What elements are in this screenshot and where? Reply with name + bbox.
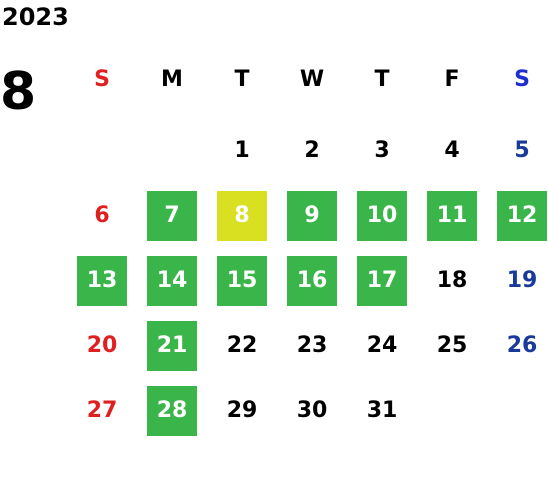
calendar-day-16[interactable]: 16	[287, 256, 337, 306]
calendar-day-29[interactable]: 29	[226, 398, 258, 423]
calendar-month: 8	[0, 62, 37, 122]
calendar-day-17[interactable]: 17	[357, 256, 407, 306]
calendar-day-24[interactable]: 24	[366, 333, 398, 358]
calendar-day-19[interactable]: 19	[506, 268, 538, 293]
calendar-day-2[interactable]: 2	[304, 138, 320, 163]
calendar-year: 2023	[2, 3, 69, 31]
calendar-day-26[interactable]: 26	[506, 333, 538, 358]
calendar-day-31[interactable]: 31	[366, 398, 398, 423]
weekday-header-5: F	[444, 67, 460, 92]
calendar-day-14[interactable]: 14	[147, 256, 197, 306]
calendar-day-3[interactable]: 3	[374, 138, 390, 163]
calendar-day-23[interactable]: 23	[296, 333, 328, 358]
calendar-day-12[interactable]: 12	[497, 191, 547, 241]
weekday-header-0: S	[94, 67, 110, 92]
calendar-day-28[interactable]: 28	[147, 386, 197, 436]
calendar-day-21[interactable]: 21	[147, 321, 197, 371]
weekday-header-2: T	[234, 67, 250, 92]
calendar-day-13[interactable]: 13	[77, 256, 127, 306]
calendar-day-30[interactable]: 30	[296, 398, 328, 423]
calendar-day-25[interactable]: 25	[436, 333, 468, 358]
calendar-day-15[interactable]: 15	[217, 256, 267, 306]
calendar-day-1[interactable]: 1	[234, 138, 250, 163]
calendar-day-5[interactable]: 5	[514, 138, 530, 163]
calendar-day-4[interactable]: 4	[444, 138, 460, 163]
calendar-day-9[interactable]: 9	[287, 191, 337, 241]
calendar-day-20[interactable]: 20	[86, 333, 118, 358]
calendar-day-11[interactable]: 11	[427, 191, 477, 241]
weekday-header-6: S	[514, 67, 530, 92]
calendar-day-22[interactable]: 22	[226, 333, 258, 358]
calendar-day-8[interactable]: 8	[217, 191, 267, 241]
weekday-header-1: M	[161, 67, 183, 92]
calendar-day-10[interactable]: 10	[357, 191, 407, 241]
weekday-header-4: T	[374, 67, 390, 92]
calendar-day-18[interactable]: 18	[436, 268, 468, 293]
calendar-day-7[interactable]: 7	[147, 191, 197, 241]
weekday-header-3: W	[299, 67, 325, 92]
calendar-day-27[interactable]: 27	[86, 398, 118, 423]
calendar-day-6[interactable]: 6	[94, 203, 110, 228]
